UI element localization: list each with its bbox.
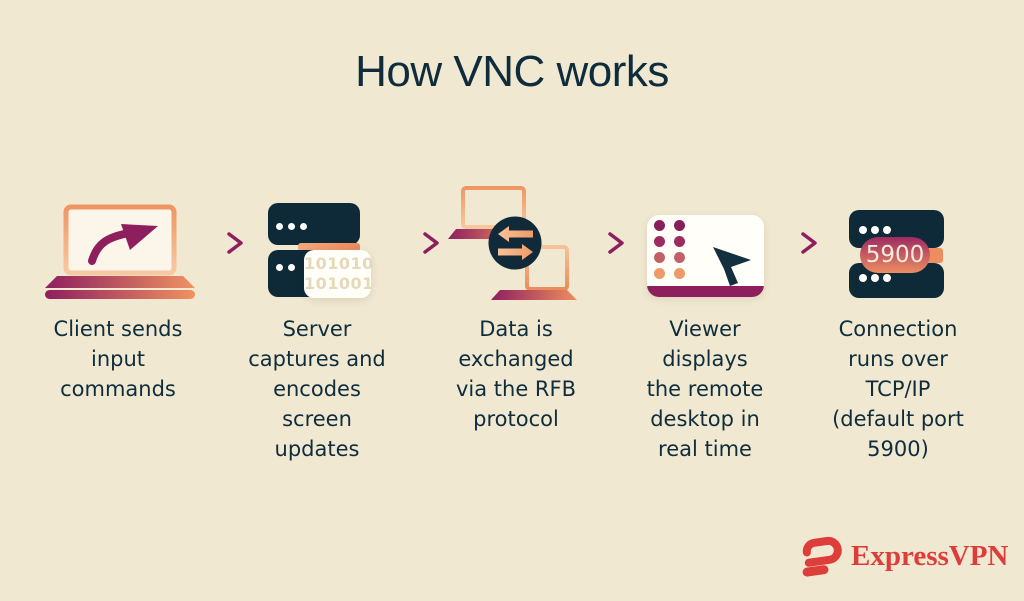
viewer-cursor-icon [647,215,764,297]
viewer-base-bar [647,286,764,297]
flow-arrow-icon [195,232,243,254]
cursor-icon [713,247,751,286]
laptop-send-icon [45,204,195,299]
brand-logo: ExpressVPN [795,536,1008,578]
expressvpn-logomark-icon [802,537,842,577]
data-exchange-icon [448,186,577,300]
server-encode-icon: 101010 101001 [268,203,373,299]
step-caption-viewer: Viewer displays the remote desktop in re… [646,317,764,461]
step-caption-connection: Connection runs over TCP/IP (default por… [832,317,964,461]
server-connector [927,248,943,263]
step-caption-exchange: Data is exchanged via the RFB protocol [455,317,577,431]
server-unit [849,263,944,298]
server-unit [268,203,360,245]
server-port-icon: 5900 [849,210,947,298]
binary-data-badge: 101010 101001 [304,250,373,298]
step-caption-client: Client sends input commands [53,317,183,401]
expressvpn-wordmark: ExpressVPN [851,540,1009,572]
flow-arrow-icon [769,232,817,254]
page-title: How VNC works [355,47,669,96]
port-badge: 5900 [860,237,930,273]
flow-arrow-icon [576,232,624,254]
flow-arrow-icon [391,232,439,254]
step-caption-server: Server captures and encodes screen updat… [248,317,386,461]
